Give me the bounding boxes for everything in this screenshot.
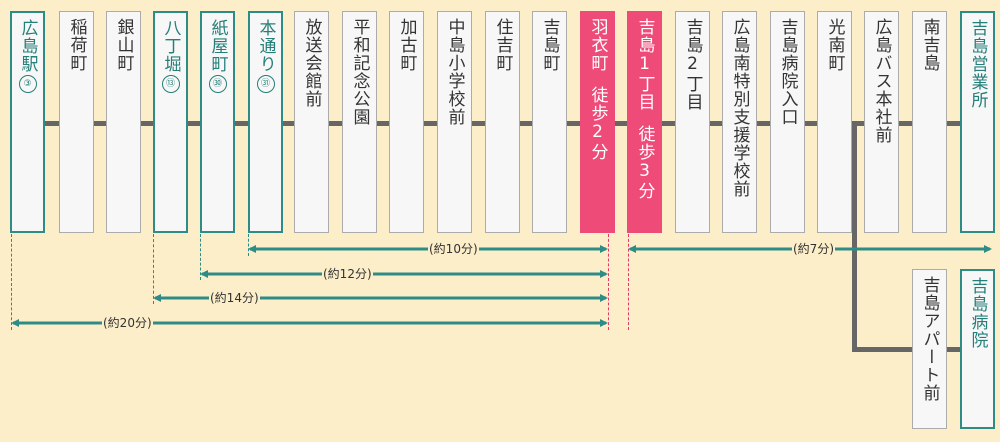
duration-label: (約14分) <box>209 291 260 305</box>
stop-content: 吉島営業所 <box>968 19 988 231</box>
guide-hagoromo-cho <box>608 234 609 330</box>
duration-label: (約10分) <box>428 242 479 256</box>
stop-name: 吉島町 <box>539 18 560 72</box>
stop-content: 吉島町 <box>540 18 560 232</box>
stop-minami-yoshijima: 南吉島 <box>912 11 947 233</box>
stop-name: 吉島2丁目 <box>682 18 703 111</box>
duration-label: (約20分) <box>102 316 153 330</box>
stop-content: 吉島病院 <box>968 277 988 427</box>
guide-yoshijima-1 <box>628 234 629 330</box>
stop-heiwa-kinen-koen: 平和記念公園 <box>342 11 377 233</box>
stop-hacchobori: 八丁堀 ⑬ <box>153 11 188 233</box>
stop-content: 八丁堀 ⑬ <box>161 19 181 231</box>
stop-name: 中島小学校前 <box>444 18 465 126</box>
stop-kako-machi: 加古町 <box>389 11 424 233</box>
stop-content: 吉島病院入口 <box>778 18 798 232</box>
stop-hiroshima-eki: 広島駅 ③ <box>10 11 45 233</box>
stop-kominami-cho: 光南町 <box>817 11 852 233</box>
stop-content: 広島駅 ③ <box>18 19 38 231</box>
stop-yoshijima-1: 吉島1丁目徒歩3分 <box>627 11 662 233</box>
stop-content: 銀山町 <box>114 18 134 232</box>
duration-label: (約7分) <box>792 242 835 256</box>
stop-name: 広島バス本社前 <box>871 18 892 144</box>
stop-content: 稲荷町 <box>67 18 87 232</box>
walk-time: 徒歩2分 <box>587 86 608 161</box>
stop-name: 加古町 <box>396 18 417 72</box>
stop-hiroshima-bus-honsha-mae: 広島バス本社前 <box>864 11 899 233</box>
stop-yoshijima-apato-mae: 吉島アパート前 <box>912 269 947 429</box>
branch-line-horizontal <box>852 347 962 352</box>
stop-number-badge: ㉛ <box>256 75 275 93</box>
stop-name: 羽衣町 <box>587 18 608 72</box>
duration-label: (約12分) <box>322 267 373 281</box>
stop-content: 吉島2丁目 <box>683 18 703 232</box>
stop-yoshijima-byoin: 吉島病院 <box>960 269 995 429</box>
stop-sumiyoshi-cho: 住吉町 <box>485 11 520 233</box>
stop-name: 吉島1丁目 <box>634 18 655 111</box>
stop-content: 光南町 <box>825 18 845 232</box>
stop-content: 加古町 <box>397 18 417 232</box>
stop-number-badge: ⑬ <box>161 75 180 93</box>
stop-name: 広島駅 <box>17 19 38 73</box>
guide-hacchobori <box>153 234 154 304</box>
stop-name: 広島南特別支援学校前 <box>729 18 750 198</box>
guide-hiroshima-eki <box>11 234 12 330</box>
stop-name: 稲荷町 <box>66 18 87 72</box>
stop-name: 吉島アパート前 <box>919 276 940 402</box>
stop-number-badge: ③ <box>18 75 37 93</box>
stop-inari-machi: 稲荷町 <box>59 11 94 233</box>
walk-time: 徒歩3分 <box>634 125 655 200</box>
stop-name: 八丁堀 <box>160 19 181 73</box>
stop-name: 吉島営業所 <box>967 19 988 109</box>
stop-content: 放送会館前 <box>302 18 322 232</box>
stop-kanayama-cho: 銀山町 <box>106 11 141 233</box>
stop-content: 吉島アパート前 <box>920 276 940 428</box>
stop-content: 広島バス本社前 <box>872 18 892 232</box>
stop-name: 本通り <box>255 19 276 73</box>
stop-name: 放送会館前 <box>301 18 322 108</box>
branch-line-vertical <box>852 121 857 352</box>
stop-hagoromo-cho: 羽衣町徒歩2分 <box>580 11 615 233</box>
stop-name: 光南町 <box>824 18 845 72</box>
stop-name: 銀山町 <box>113 18 134 72</box>
stop-yoshijima-2: 吉島2丁目 <box>675 11 710 233</box>
stop-yoshijima-byoin-iriguchi: 吉島病院入口 <box>770 11 805 233</box>
stop-content: 住吉町 <box>493 18 513 232</box>
stop-content: 吉島1丁目徒歩3分 <box>635 18 655 232</box>
stop-yoshijima-eigyosho: 吉島営業所 <box>960 11 995 233</box>
guide-kamiya-cho <box>200 234 201 280</box>
stop-hiroshima-minami-tokubetsu: 広島南特別支援学校前 <box>722 11 757 233</box>
stop-content: 中島小学校前 <box>445 18 465 232</box>
stop-name: 吉島病院入口 <box>777 18 798 126</box>
stop-content: 南吉島 <box>920 18 940 232</box>
stop-nakajima-shogakko-mae: 中島小学校前 <box>437 11 472 233</box>
stop-number-badge: ㉚ <box>208 75 227 93</box>
stop-name: 吉島病院 <box>967 277 988 349</box>
stop-content: 広島南特別支援学校前 <box>730 18 750 232</box>
stop-name: 紙屋町 <box>207 19 228 73</box>
stop-name: 平和記念公園 <box>349 18 370 126</box>
stop-yoshijima-cho: 吉島町 <box>532 11 567 233</box>
stop-content: 羽衣町徒歩2分 <box>588 18 608 232</box>
stop-name: 南吉島 <box>919 18 940 72</box>
stop-hoso-kaikan-mae: 放送会館前 <box>294 11 329 233</box>
stop-content: 平和記念公園 <box>350 18 370 232</box>
stop-name: 住吉町 <box>492 18 513 72</box>
